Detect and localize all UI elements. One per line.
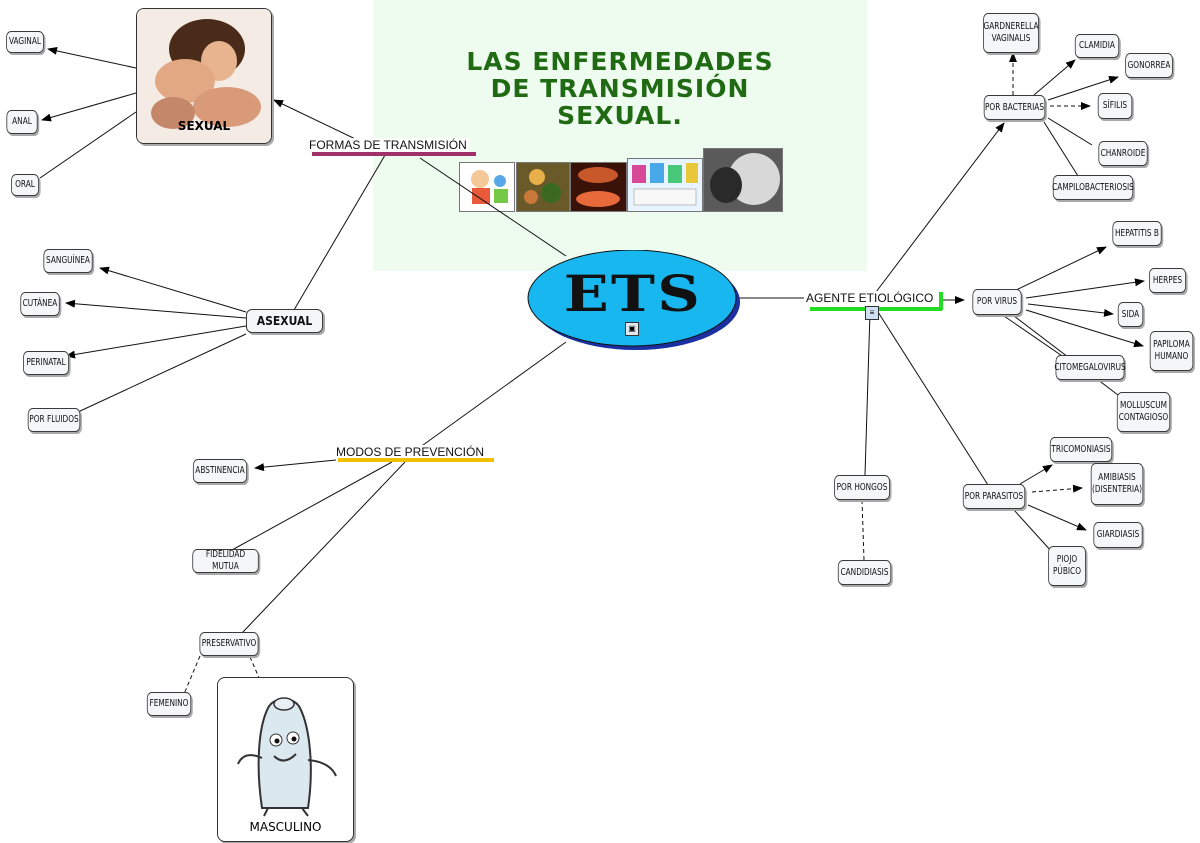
node-campilobacteriosis[interactable]: CAMPILOBACTERIOSIS — [1052, 175, 1134, 200]
node-herpes[interactable]: HERPES — [1149, 268, 1186, 293]
node-sanguinea[interactable]: SANGUÍNEA — [43, 249, 93, 273]
node-por-bacterias[interactable]: POR BACTERIAS — [983, 95, 1046, 120]
node-molluscum[interactable]: MOLLUSCUM CONTAGIOSO — [1116, 392, 1171, 432]
title-line-3: SEXUAL. — [557, 101, 683, 130]
image-strip-cartoon — [459, 162, 515, 212]
node-preservativo[interactable]: PRESERVATIVO — [199, 632, 259, 656]
condom-cartoon — [237, 697, 337, 817]
modos-underline — [338, 458, 494, 462]
node-anal[interactable]: ANAL — [6, 110, 38, 134]
node-por-fluidos[interactable]: POR FLUIDOS — [27, 408, 81, 432]
node-femenino[interactable]: FEMENINO — [146, 692, 192, 716]
node-candidiasis[interactable]: CANDIDIASIS — [837, 560, 892, 585]
branch-agente-label[interactable]: AGENTE ETIOLÓGICO — [804, 291, 936, 305]
node-giardiasis[interactable]: GIARDIASIS — [1093, 522, 1143, 548]
node-por-virus[interactable]: POR VIRUS — [972, 289, 1022, 315]
node-cutanea[interactable]: CUTÁNEA — [20, 292, 60, 316]
title-line-2: DE TRANSMISIÓN — [490, 74, 750, 103]
attachment-image-icon[interactable]: ▣ — [625, 322, 639, 336]
node-fidelidad-mutua[interactable]: FIDELIDAD MUTUA — [192, 549, 259, 573]
agente-underline-end — [939, 292, 943, 310]
branch-formas-label[interactable]: FORMAS DE TRANSMISIÓN — [307, 138, 469, 152]
node-oral[interactable]: ORAL — [11, 174, 39, 196]
node-asexual[interactable]: ASEXUAL — [246, 309, 323, 333]
node-sifilis[interactable]: SÍFILIS — [1097, 93, 1133, 119]
image-strip-red — [570, 162, 627, 212]
title-line-1: LAS ENFERMEDADES — [466, 47, 774, 76]
node-amibiasis[interactable]: AMIBIASIS (DISENTERIA) — [1090, 463, 1144, 505]
node-gardnerella[interactable]: GARDNERELLA VAGINALIS — [983, 13, 1039, 53]
node-piojo-pubico[interactable]: PIOJO PÚBICO — [1048, 546, 1086, 586]
sexual-image-card[interactable]: SEXUAL — [136, 8, 272, 144]
node-por-hongos[interactable]: POR HONGOS — [834, 475, 890, 500]
formas-underline — [312, 152, 476, 156]
node-perinatal[interactable]: PERINATAL — [23, 351, 69, 375]
node-gonorrea[interactable]: GONORREA — [1125, 53, 1173, 78]
sexual-label: SEXUAL — [177, 119, 231, 133]
node-hepatitis-b[interactable]: HEPATITIS B — [1112, 221, 1162, 246]
note-icon[interactable]: ≡ — [865, 306, 879, 320]
image-strip-colorful — [627, 158, 703, 212]
main-title: LAS ENFERMEDADES DE TRANSMISIÓN SEXUAL. — [373, 48, 867, 129]
node-papiloma-humano[interactable]: PAPILOMA HUMANO — [1149, 331, 1194, 371]
center-label: ETS — [563, 264, 703, 323]
node-sida[interactable]: SIDA — [1117, 302, 1144, 327]
branch-modos-label[interactable]: MODOS DE PREVENCIÓN — [334, 445, 487, 459]
center-node-ets[interactable] — [526, 250, 740, 352]
image-strip-photo — [703, 148, 783, 212]
node-chanroide[interactable]: CHANROIDE — [1098, 141, 1148, 166]
node-clamidia[interactable]: CLAMIDIA — [1074, 34, 1120, 58]
image-strip-plant — [516, 162, 570, 212]
masculino-label: MASCULINO — [249, 820, 322, 834]
node-por-parasitos[interactable]: POR PARASITOS — [962, 484, 1026, 509]
couple-photo — [137, 9, 271, 143]
node-tricomoniasis[interactable]: TRICOMONIASIS — [1049, 437, 1113, 462]
node-abstinencia[interactable]: ABSTINENCIA — [192, 459, 248, 483]
node-vaginal[interactable]: VAGINAL — [6, 31, 44, 53]
masculino-image-card[interactable]: MASCULINO — [217, 677, 354, 842]
title-panel: LAS ENFERMEDADES DE TRANSMISIÓN SEXUAL. — [373, 0, 867, 271]
node-citomegalovirus[interactable]: CITOMEGALOVIRUS — [1054, 355, 1126, 380]
